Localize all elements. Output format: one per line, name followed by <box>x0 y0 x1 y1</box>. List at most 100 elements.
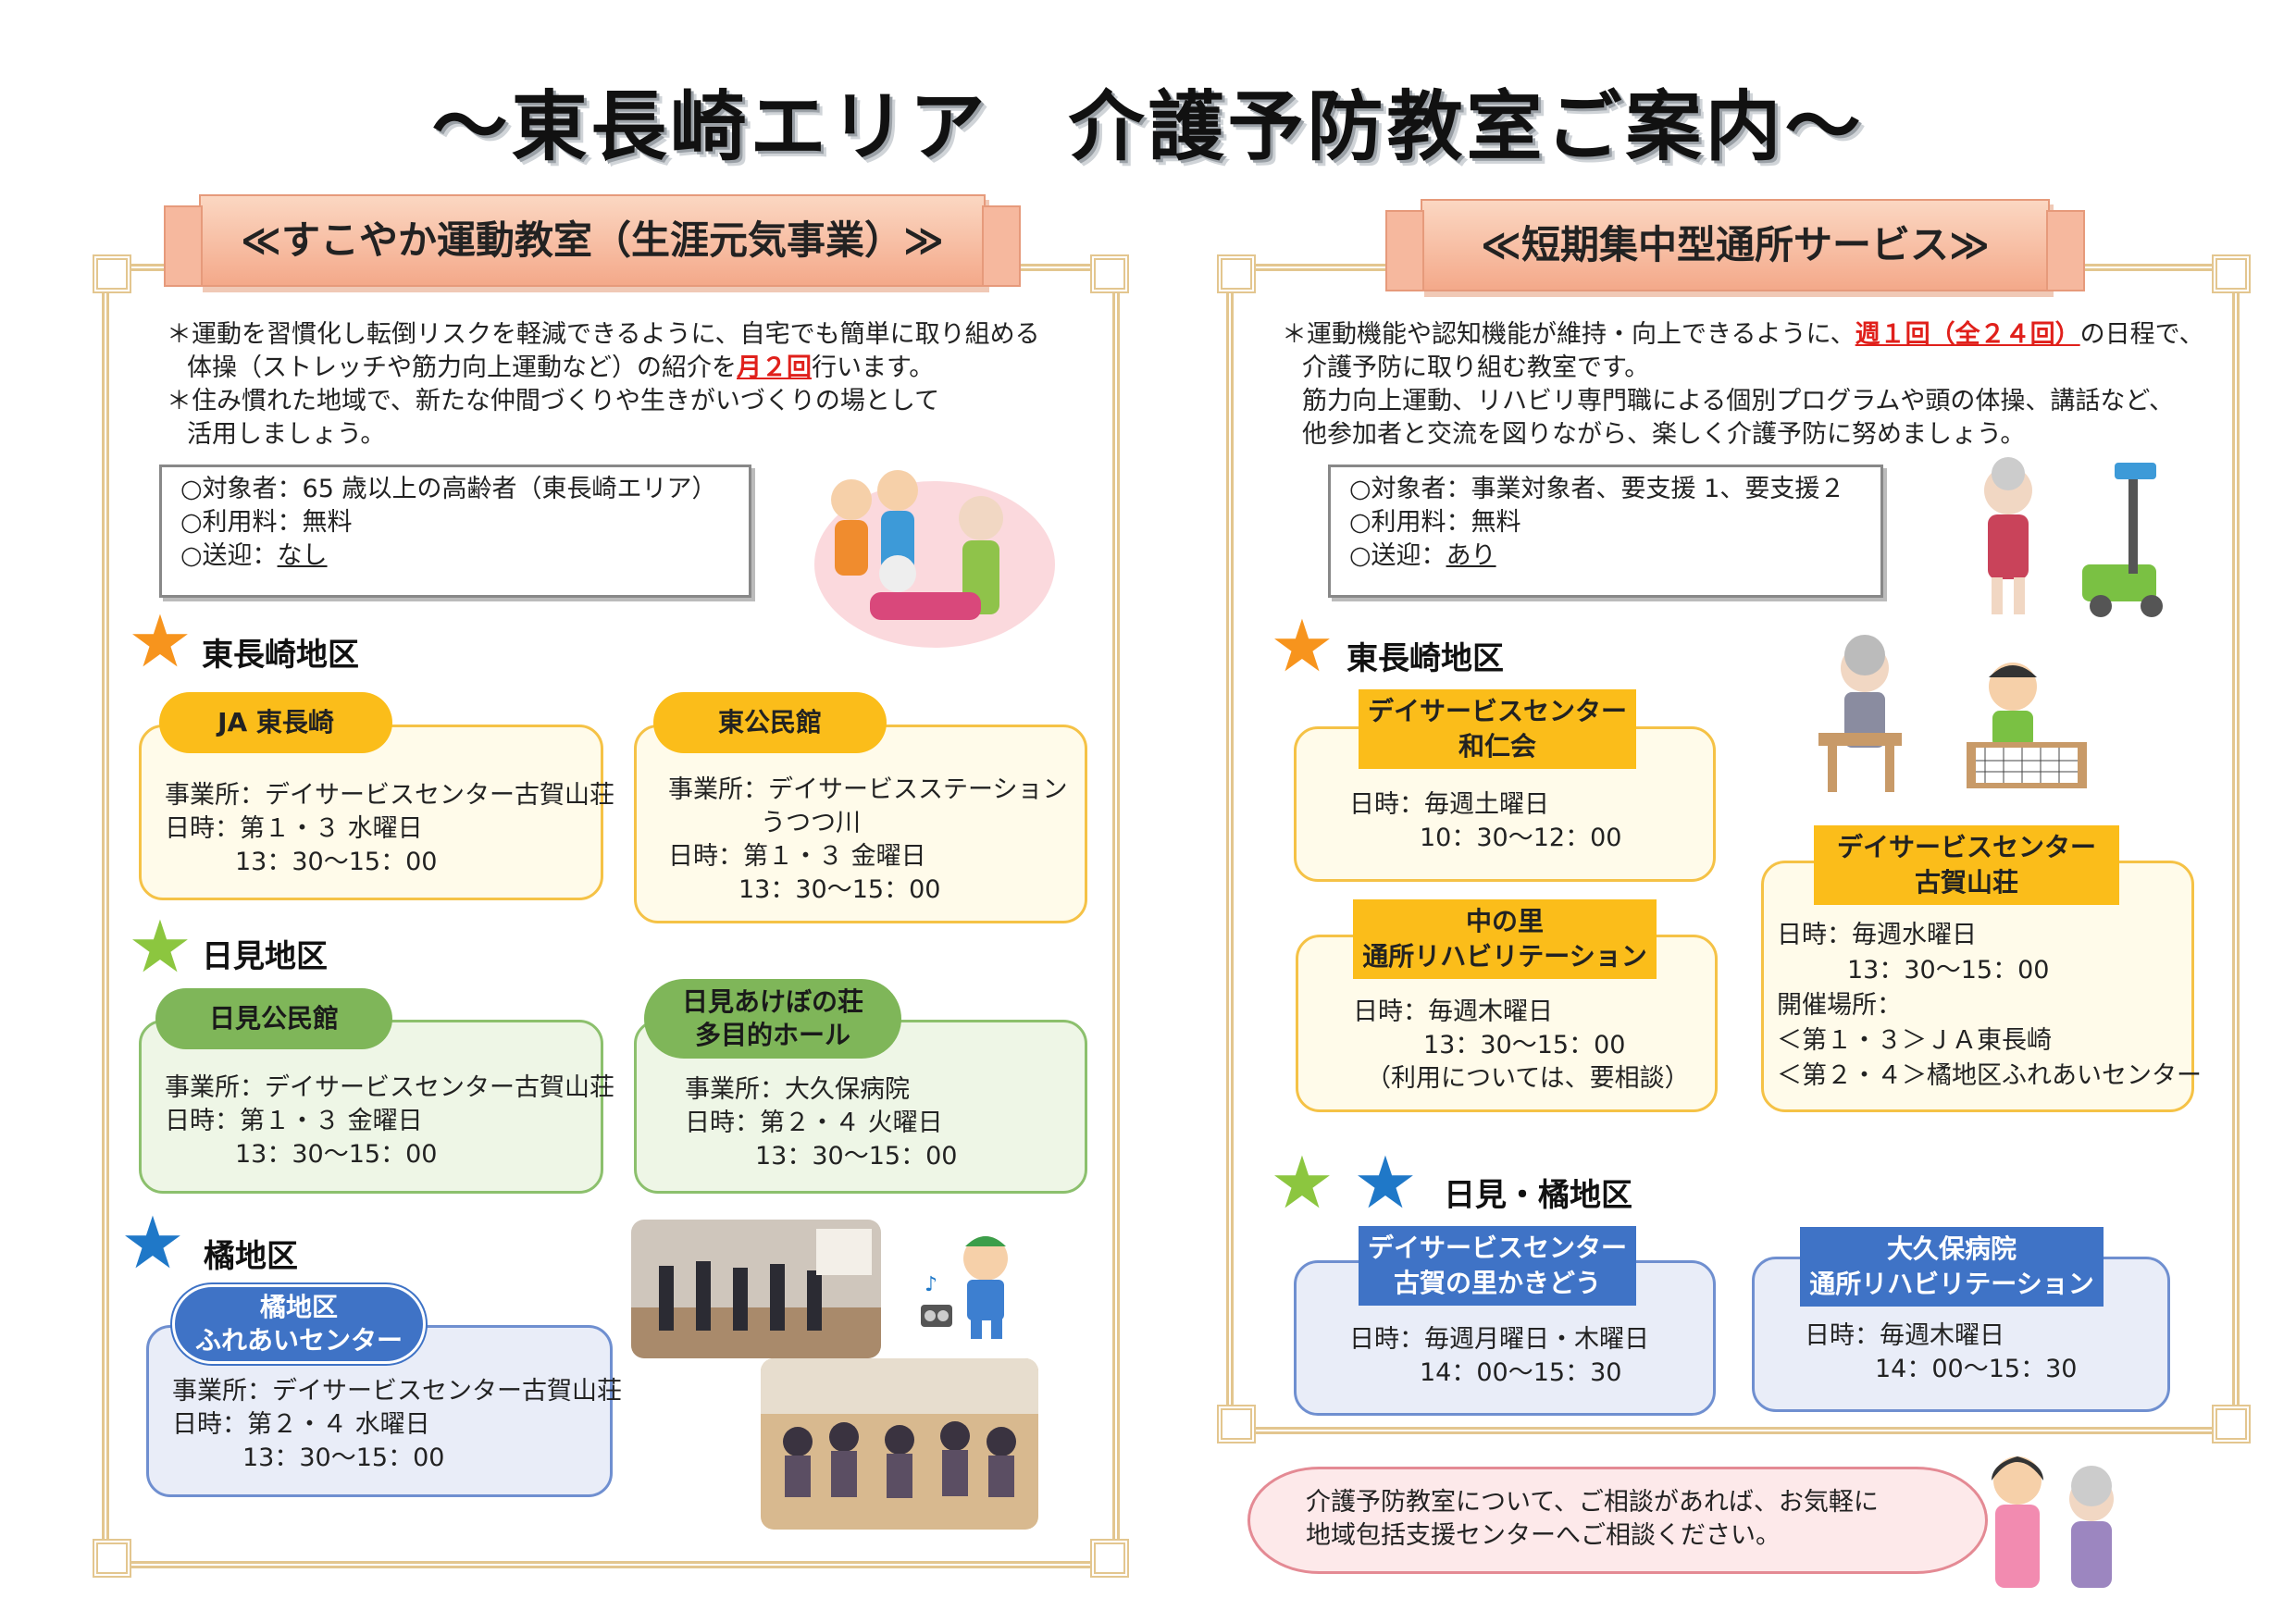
date-text: 日時：第２・４ 火曜日 <box>685 1109 943 1137</box>
venue-text-1: ＜第１・３＞ＪＡ東長崎 <box>1777 1026 2052 1055</box>
date-text: 日時：毎週土曜日 <box>1349 790 1549 819</box>
right-section-header-text: ≪短期集中型通所サービス≫ <box>1481 222 1990 267</box>
fitness-illustration <box>1953 453 2175 625</box>
star-orange-icon: ★ <box>128 601 192 684</box>
office-text: 事業所：デイサービスステーション <box>668 775 1068 804</box>
venue-name-line: 大久保病院 <box>1886 1233 2017 1264</box>
card-details-okubo: 日時：毎週木曜日 14：00〜15：30 <box>1805 1319 2077 1386</box>
time-text: 10：30〜12：00 <box>1420 824 1622 852</box>
note-text: （利用については、要相談） <box>1366 1064 1690 1093</box>
card-details-ja: 事業所：デイサービスセンター古賀山荘 日時：第１・３ 水曜日 13：30〜15：… <box>165 779 614 879</box>
venue-name-line: 和仁会 <box>1458 731 1536 762</box>
card-details-kaki: 日時：毎週月曜日・木曜日 14：00〜15：30 <box>1349 1323 1649 1390</box>
venue-pill-tachibana-fureai: 橘地区 ふれあいセンター <box>172 1284 426 1364</box>
right-intro-line: ＊運動機能や認知機能が維持・向上できるように、週１回（全２４回）の日程で、 <box>1282 320 2204 349</box>
class-photo-2 <box>761 1358 1038 1530</box>
card-details-wajinkai: 日時：毎週土曜日 10：30〜12：00 <box>1349 788 1621 855</box>
venue-label-kogasanso: デイサービスセンター 古賀山荘 <box>1814 825 2119 905</box>
frame-corner-ornament <box>93 1539 131 1578</box>
office-text: 事業所：大久保病院 <box>685 1075 910 1104</box>
radio-exercise-illustration: ♪ <box>912 1226 1032 1342</box>
venue-label-kaki: デイサービスセンター 古賀の里かきどう <box>1359 1226 1636 1306</box>
right-intro-line: 筋力向上運動、リハビリ専門職による個別プログラムや頭の体操、講話など、 <box>1302 387 2175 415</box>
time-text: 13：30〜15：00 <box>235 1140 438 1169</box>
card-details-kogasanso: 日時：毎週水曜日 13：30〜15：00 開催場所： ＜第１・３＞ＪＡ東長崎 ＜… <box>1777 918 2202 1094</box>
svg-text:♪: ♪ <box>925 1273 937 1296</box>
date-text: 日時：第１・３ 金曜日 <box>165 1107 423 1135</box>
district-label-tachibana: 橘地区 <box>204 1238 298 1275</box>
card-details-himi-kominkan: 事業所：デイサービスセンター古賀山荘 日時：第１・３ 金曜日 13：30〜15：… <box>165 1072 614 1171</box>
time-text: 14：00〜15：30 <box>1420 1358 1622 1387</box>
consultation-line: 地域包括支援センターへご相談ください。 <box>1306 1521 1781 1550</box>
district-label-himi-tachibana: 日見・橘地区 <box>1444 1177 1632 1214</box>
time-text: 13：30〜15：00 <box>755 1142 958 1171</box>
venue-label-okubo: 大久保病院 通所リハビリテーション <box>1800 1227 2104 1307</box>
fee-info: ○利用料：無料 <box>1349 508 1521 537</box>
venue-name-line: 多目的ホール <box>694 1020 850 1050</box>
transport-info: ○送迎：あり <box>1349 541 1496 570</box>
caregiver-illustration <box>1962 1443 2147 1592</box>
consultation-line: 介護予防教室について、ご相談があれば、お気軽に <box>1306 1488 1879 1517</box>
transport-info: ○送迎：なし <box>180 541 328 570</box>
frame-corner-ornament <box>1090 254 1129 293</box>
office-text-2: うつつ川 <box>761 809 861 837</box>
exercise-illustration <box>796 453 1064 657</box>
left-intro: ＊運動を習慣化し転倒リスクを軽減できるように、自宅でも簡単に取り組める 体操（ス… <box>167 318 1040 452</box>
star-orange-icon: ★ <box>1270 605 1334 688</box>
frame-corner-ornament <box>2212 254 2251 293</box>
date-text: 日時：第２・４ 水曜日 <box>172 1410 430 1439</box>
right-intro-line: 介護予防に取り組む教室です。 <box>1302 353 1650 382</box>
page-title: 〜東長崎エリア 介護予防教室ご案内〜 <box>431 83 1865 171</box>
fee-info: ○利用料：無料 <box>180 508 353 537</box>
star-blue-icon: ★ <box>120 1202 185 1285</box>
left-info-box: ○対象者：65 歳以上の高齢者（東長崎エリア） ○利用料：無料 ○送迎：なし <box>159 465 751 598</box>
frame-corner-ornament <box>93 254 131 293</box>
venue-name-line: 通所リハビリテーション <box>1362 941 1647 972</box>
time-text: 13：30〜15：00 <box>235 848 438 876</box>
left-intro-line: ＊運動を習慣化し転倒リスクを軽減できるように、自宅でも簡単に取り組める <box>167 320 1040 349</box>
card-details-akebono: 事業所：大久保病院 日時：第２・４ 火曜日 13：30〜15：00 <box>685 1073 957 1173</box>
target-info: ○対象者：65 歳以上の高齢者（東長崎エリア） <box>180 475 717 503</box>
date-text: 日時：第１・３ 水曜日 <box>165 814 423 843</box>
date-text: 日時：毎週木曜日 <box>1805 1321 2004 1350</box>
venue-pill-akebono: 日見あけぼの荘 多目的ホール <box>644 979 901 1059</box>
district-label-higashi: 東長崎地区 <box>202 637 359 674</box>
venue-name-line: 古賀の里かきどう <box>1393 1268 1601 1298</box>
star-green-icon: ★ <box>128 906 192 989</box>
left-intro-line: 活用しましょう。 <box>187 420 386 449</box>
time-text: 13：30〜15：00 <box>1847 956 2050 985</box>
venue-pill-higashi-kominkan: 東公民館 <box>653 692 887 753</box>
office-text: 事業所：デイサービスセンター古賀山荘 <box>172 1377 622 1406</box>
date-text: 日時：毎週木曜日 <box>1353 997 1553 1026</box>
venue-name-line: ふれあいセンター <box>194 1325 403 1356</box>
district-label-himi: 日見地区 <box>202 938 328 975</box>
seniors-activity-illustration <box>1809 631 2105 807</box>
frame-corner-ornament <box>1090 1539 1129 1578</box>
right-intro-line: 他参加者と交流を図りながら、楽しく介護予防に努めましょう。 <box>1302 420 2026 449</box>
venue-text: 開催場所： <box>1777 991 1902 1020</box>
frequency-highlight: 月２回 <box>737 353 812 382</box>
venue-pill-himi-kominkan: 日見公民館 <box>155 988 392 1049</box>
date-text: 日時：毎週月曜日・木曜日 <box>1349 1325 1649 1354</box>
frame-corner-ornament <box>2212 1405 2251 1443</box>
star-blue-icon: ★ <box>1353 1142 1418 1225</box>
frame-corner-ornament <box>1217 1405 1256 1443</box>
time-text: 13：30〜15：00 <box>738 875 941 904</box>
card-details-nakanosato: 日時：毎週木曜日 13：30〜15：00 （利用については、要相談） <box>1353 996 1690 1096</box>
date-text: 日時：第１・３ 金曜日 <box>668 842 926 871</box>
star-green-icon: ★ <box>1270 1142 1334 1225</box>
left-section-header-text: ≪すこやか運動教室（生涯元気事業）≫ <box>241 217 944 263</box>
venue-name-line: 古賀山荘 <box>1914 867 2018 898</box>
office-text: 事業所：デイサービスセンター古賀山荘 <box>165 781 614 810</box>
schedule-highlight: 週１回（全２４回） <box>1855 320 2080 349</box>
office-text: 事業所：デイサービスセンター古賀山荘 <box>165 1073 614 1102</box>
left-intro-line: 体操（ストレッチや筋力向上運動など）の紹介を月２回行います。 <box>187 353 935 382</box>
right-section-header: ≪短期集中型通所サービス≫ <box>1385 199 2085 291</box>
venue-name-line: 橘地区 <box>259 1292 338 1322</box>
time-text: 14：00〜15：30 <box>1875 1355 2078 1383</box>
venue-pill-ja: JA 東長崎 <box>159 692 392 753</box>
frame-corner-ornament <box>1217 254 1256 293</box>
venue-name-line: デイサービスセンター <box>1367 696 1627 726</box>
right-info-box: ○対象者：事業対象者、要支援 1、要支援２ ○利用料：無料 ○送迎：あり <box>1328 465 1883 598</box>
left-intro-line: ＊住み慣れた地域で、新たな仲間づくりや生きがいづくりの場として <box>167 387 940 415</box>
